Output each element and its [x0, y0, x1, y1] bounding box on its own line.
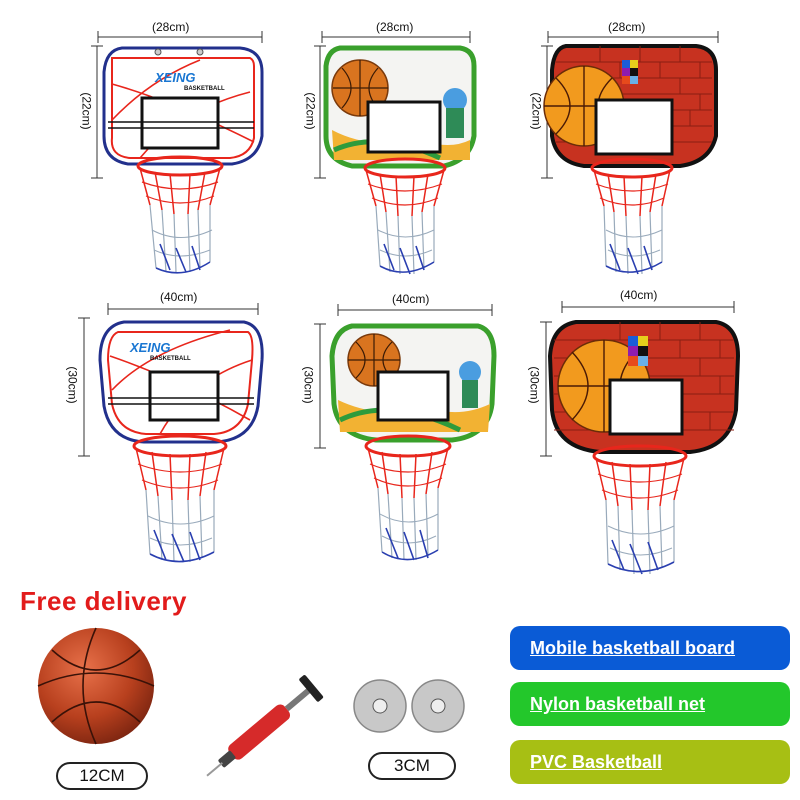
logo-subtext: BASKETBALL [184, 86, 225, 92]
feature-pvc-basketball: PVC Basketball [510, 740, 790, 784]
logo-text: XEING [130, 340, 171, 355]
logo-subtext: BASKETBALL [150, 356, 191, 362]
ball-size-label: 12CM [56, 762, 148, 790]
feature-mobile-board: Mobile basketball board [510, 626, 790, 670]
width-label: (28cm) [608, 20, 646, 34]
feature-nylon-net: Nylon basketball net [510, 682, 790, 726]
width-label: (28cm) [152, 20, 190, 34]
width-label: (28cm) [376, 20, 414, 34]
logo-text: XEING [155, 70, 196, 85]
free-delivery-label: Free delivery [20, 586, 187, 616]
suction-size-label: 3CM [368, 752, 456, 780]
width-label: (40cm) [392, 292, 430, 306]
width-label: (40cm) [160, 290, 198, 304]
width-label: (40cm) [620, 288, 658, 302]
